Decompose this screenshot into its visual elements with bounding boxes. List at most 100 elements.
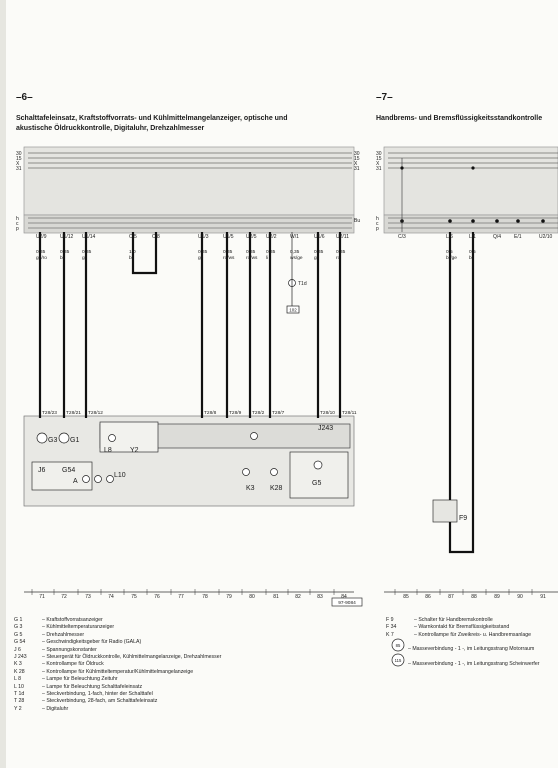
legend-left-row: J 243– Steuergerät für Öldruckkontrolle,… — [14, 654, 221, 661]
wire-left-term: U1/3 — [198, 234, 209, 240]
wires — [38, 158, 545, 554]
component-l8: L8 — [104, 447, 112, 454]
component-l10: L10 — [114, 472, 126, 479]
wire-right-l1 — [448, 232, 475, 554]
bus-node — [541, 219, 545, 223]
wire-left-term: U2/11 — [336, 234, 349, 240]
rail-left-label-start: 15 — [16, 156, 22, 162]
scale-left-number: 84 — [341, 594, 347, 600]
scale-left-number: 78 — [202, 594, 208, 600]
bus-left-label: c — [16, 221, 19, 227]
scale-left-number: 77 — [178, 594, 184, 600]
legend-ground-code: 115 — [395, 658, 402, 663]
legend-left-row: G 3– Kühlmitteltemperaturanzeiger — [14, 624, 221, 631]
legend-left-row: G 5 – Drehzahlmesser — [14, 632, 221, 639]
component-f9: F9 — [459, 515, 467, 522]
pin-T28/2: T28/2 — [252, 410, 265, 416]
bus-left-end-label: Bu — [354, 218, 360, 224]
legend-right-code: F 9 — [386, 617, 394, 623]
bus-node — [495, 219, 499, 223]
legend-left-row: G 1– Kraftstoffvorratsanzeiger — [14, 617, 221, 624]
legend-left-code: G 54 — [14, 639, 26, 646]
wire-left-term: C/8 — [152, 234, 160, 240]
legend-left-row: L 8– Lampe für Beleuchtung Zeituhr — [14, 676, 221, 683]
legend-right-row: F 34– Warnkontakt für Bremsflüssigkeitss… — [386, 624, 531, 631]
legend-ground-code: 85 — [396, 643, 401, 648]
coolant-temp-gauge-icon — [36, 432, 48, 444]
legend-left-row: G 54– Geschwindigkeitsgeber für Radio (G… — [14, 639, 221, 646]
scale-left-number: 82 — [295, 594, 301, 600]
legend-left-text: – Steuergerät für Öldruckkontrolle, Kühl… — [42, 653, 222, 660]
component-g54: G54 — [62, 467, 75, 474]
wire-left-color: li — [266, 255, 268, 261]
wire-left-color: ge/ro — [36, 255, 47, 261]
legend-left-text: – Kontrollampe für Kühlmitteltemperatur/… — [42, 668, 194, 675]
legend-left-row: J 6– Spannungskonstanter — [14, 647, 221, 654]
component-j6: J6 — [38, 467, 46, 474]
legend-left-code: G 5 — [14, 631, 23, 638]
bus-left-label: p — [16, 226, 19, 232]
wire-left-size: 0,35 — [36, 249, 46, 255]
bus-right-label: c — [376, 221, 379, 227]
bus-right-label: p — [376, 226, 379, 232]
component-a: A — [73, 478, 78, 485]
wire-left-term: C/5 — [129, 234, 137, 240]
wire-left-term: U2/2 — [266, 234, 277, 240]
rail-right-label: X — [376, 161, 380, 167]
wire-left-size: 0,35 — [336, 249, 346, 255]
legend-right-row: F 9– Schalter für Handbremskontrolle — [386, 617, 531, 624]
scale-right-number: 87 — [448, 594, 454, 600]
legend-ground-row: – Masseverbindung - 1 -, im Leitungsstra… — [408, 661, 540, 667]
wire-right-color: br/ge — [446, 255, 457, 261]
wire-left-color: ro/ws — [223, 255, 235, 261]
wire-left-size: 0,35 — [60, 249, 70, 255]
wire-left-size: 0,35 — [266, 249, 276, 255]
scale-left-number: 75 — [131, 594, 137, 600]
legend-right-row: K 7 – Kontrollampe für Zweikreis- u. Hand… — [386, 632, 531, 639]
voltage-stabilizer-box — [31, 461, 93, 491]
wire-left-size: 0,35 — [246, 249, 256, 255]
scale-right-number: 91 — [540, 594, 546, 600]
pin-T28/8: T28/8 — [204, 410, 217, 416]
wire-left-size: 0,35 — [198, 249, 208, 255]
rail-left-label-end: 15 — [354, 156, 360, 162]
rail-left-label-end: 30 — [354, 151, 360, 157]
legend-left-row: Y 2– Digitaluhr — [14, 706, 221, 713]
connector-t1d-label: T1d — [298, 281, 307, 287]
wire-left-size: 0,35 — [82, 249, 92, 255]
pin-T28/9: T28/9 — [229, 410, 242, 416]
legend-left-code: Y 2 — [14, 705, 22, 712]
bus-plate-left — [23, 214, 355, 234]
component-k3: K3 — [246, 485, 255, 492]
wire-left-color: gn — [314, 256, 320, 261]
scale-right-number: 89 — [494, 594, 500, 600]
section-number-6: –6– — [16, 92, 33, 103]
fuel-gauge-icon — [58, 432, 70, 444]
tachometer-box — [289, 451, 349, 499]
scale-left-number: 71 — [39, 594, 45, 600]
doc-number: 97-9084 — [338, 600, 356, 606]
control-unit-icon — [250, 432, 258, 440]
wire-left-color: gr — [82, 255, 87, 261]
rail-node — [400, 166, 404, 170]
legend-right-text: – Kontrollampe für Zweikreis- u. Handbre… — [414, 631, 532, 638]
legend-left-row: T 28 – Steckverbindung, 28-fach, am Schal… — [14, 698, 221, 705]
legend-right-code: K 7 — [386, 631, 394, 638]
legend-left-code: K 28 — [14, 668, 25, 675]
legend-left-code: T 28 — [14, 698, 25, 705]
rail-left-label-start: 30 — [16, 151, 22, 157]
legend-left-text: – Drehzahlmesser — [42, 631, 85, 638]
section-number-7: –7– — [376, 92, 393, 103]
legend-left-row: T 1d– Steckverbindung, 1-fach, hinter de… — [14, 691, 221, 698]
legend-left-code: K 3 — [14, 661, 22, 668]
pin-T28/12: T28/12 — [88, 410, 103, 416]
coolant-lamp-icon — [270, 468, 278, 476]
wire-right-term: L/1 — [469, 234, 476, 240]
wire-right-size: 0,5 — [469, 249, 476, 255]
component-k28: K28 — [270, 485, 283, 492]
legend-left-text: – Steckverbindung, 28-fach, am Schalttaf… — [42, 698, 158, 705]
rail-node — [471, 166, 475, 170]
